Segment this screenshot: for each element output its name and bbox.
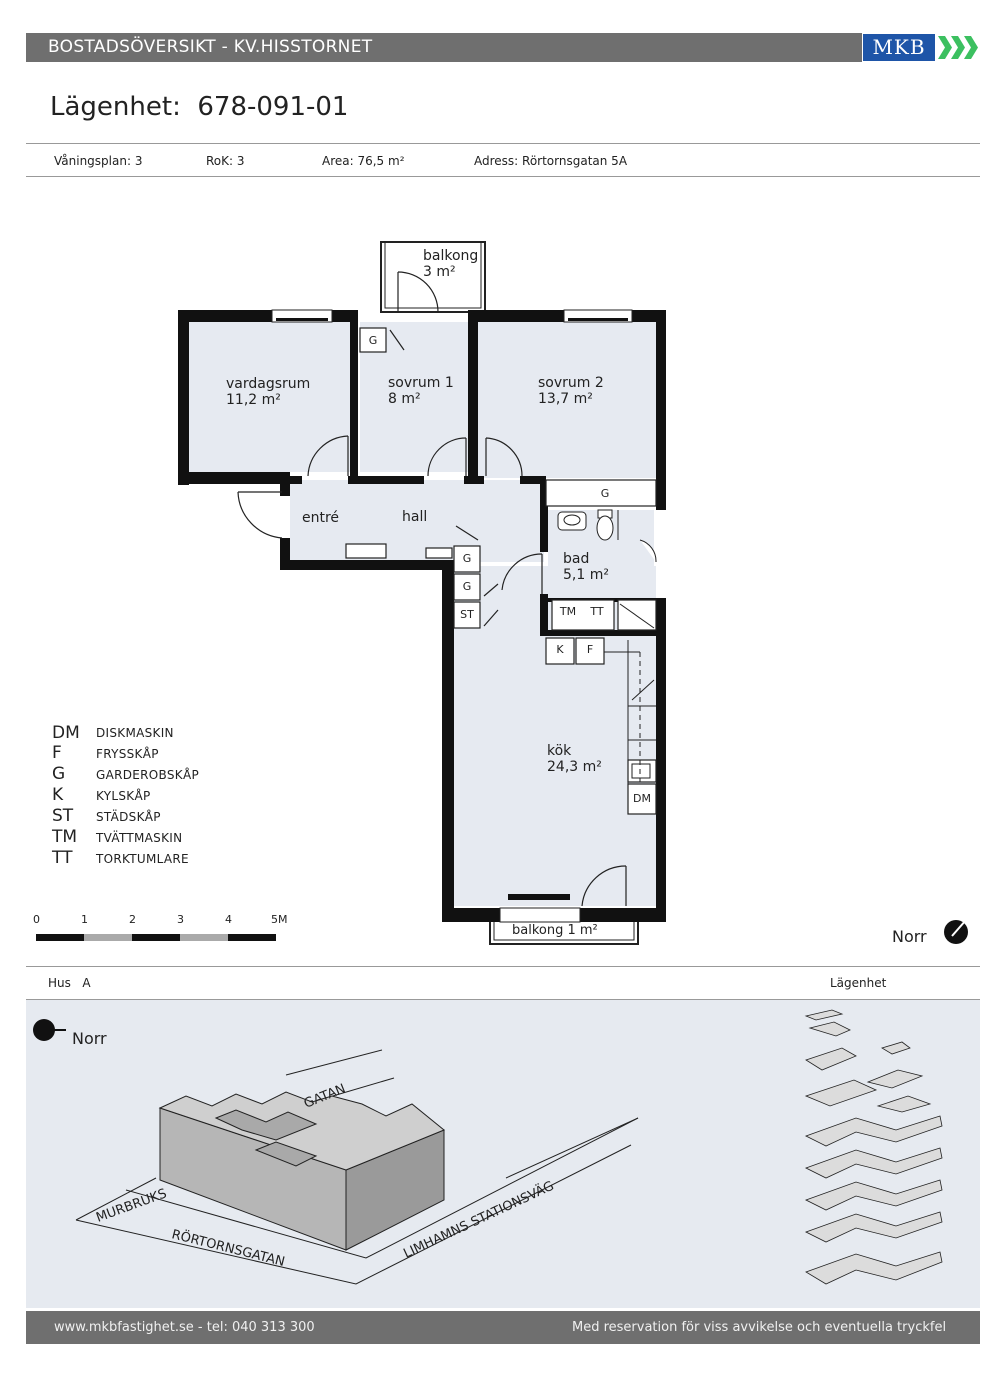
legend-abbr: K [52, 785, 64, 805]
legend-text: GARDEROBSKÅP [96, 768, 200, 782]
footer-bar [26, 1311, 980, 1344]
scale-tick: 2 [129, 913, 136, 926]
hus-label: Hus A [48, 976, 91, 990]
scale-tick: 5M [271, 913, 288, 926]
footer-disclaimer: Med reservation för viss avvikelse och e… [572, 1320, 947, 1335]
legend-text: TVÄTTMASKIN [96, 831, 183, 845]
legend-abbr: F [52, 743, 62, 763]
north-compass-icon [33, 1019, 66, 1041]
footer-contact: www.mkbfastighet.se - tel: 040 313 300 [54, 1320, 315, 1335]
apartment-title: Lägenhet: 678-091-01 [50, 92, 349, 122]
floor-plan: G G G G ST TM TT K F DM [36, 241, 968, 945]
scale-tick: 3 [177, 913, 184, 926]
fixture-st: ST [460, 608, 474, 621]
room-hall: hall [402, 509, 428, 525]
mkb-logo: MKB [862, 33, 980, 62]
fixture-g: G [601, 487, 610, 500]
divider [26, 999, 980, 1000]
floor-info: Våningsplan: 3 [54, 154, 143, 168]
fixture-g: G [463, 580, 472, 593]
scale-tick: 1 [81, 913, 88, 926]
legend-text: TORKTUMLARE [96, 852, 189, 866]
divider [26, 143, 980, 144]
fixture-g: G [463, 552, 472, 565]
legend-text: KYLSKÅP [96, 789, 151, 803]
legend-abbr: ST [52, 806, 74, 826]
fixture-tt: TT [589, 605, 604, 618]
street-rortornsgatan: RÖRTORNSGATAN [170, 1225, 287, 1270]
scale-tick: 4 [225, 913, 232, 926]
north-label: Norr [892, 927, 927, 946]
legend-abbr: DM [52, 723, 80, 743]
area-info: Area: 76,5 m² [322, 154, 405, 168]
fixture-f: F [587, 643, 593, 656]
street-murbruks: MURBRUKS [94, 1186, 169, 1225]
address-info: Adress: Rörtornsgatan 5A [474, 154, 628, 168]
legend-abbr: G [52, 764, 66, 784]
legend-abbr: TM [52, 827, 78, 847]
logo-arrows-icon [936, 34, 980, 61]
header-bar [26, 33, 980, 62]
fixture-tm: TM [559, 605, 576, 618]
site-plan: MURBRUKS GATAN RÖRTORNSGATAN LIMHAMNS ST… [26, 1000, 980, 1308]
legend-text: STÄDSKÅP [96, 810, 161, 824]
logo-text: MKB [863, 34, 935, 61]
divider [26, 966, 980, 967]
north-compass-icon [944, 919, 968, 944]
floors-diagram [804, 1009, 943, 1285]
legend-text: FRYSSKÅP [96, 747, 159, 761]
room-entre: entré [302, 510, 340, 526]
scale-bar [36, 934, 276, 941]
header-title: BOSTADSÖVERSIKT - KV.HISSTORNET [48, 37, 373, 57]
divider [26, 176, 980, 177]
room-balkong-1: balkong 1 m² [512, 923, 598, 938]
fixture-dm: DM [633, 792, 651, 805]
rooms-info: RoK: 3 [206, 154, 245, 168]
lagenhet-label: Lägenhet [830, 976, 887, 990]
legend-abbr: TT [52, 848, 73, 868]
fixture-g: G [369, 334, 378, 347]
fixture-k: K [556, 643, 564, 656]
scale-tick: 0 [33, 913, 40, 926]
site-north-label: Norr [72, 1029, 107, 1048]
legend-text: DISKMASKIN [96, 726, 174, 740]
